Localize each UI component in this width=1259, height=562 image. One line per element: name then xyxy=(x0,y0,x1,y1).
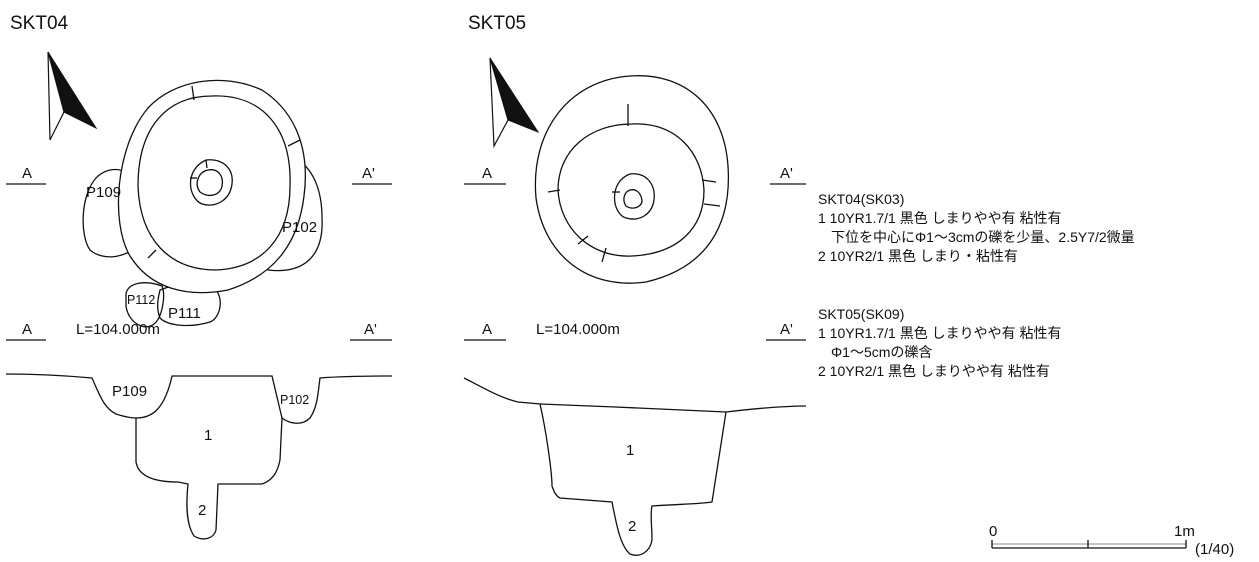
skt05-section-profile xyxy=(463,377,807,556)
skt05-north-arrow-icon xyxy=(489,57,540,149)
skt04-level: L=104.000m xyxy=(76,321,160,338)
skt04-section-label-p109: P109 xyxy=(112,383,147,400)
skt05-plan-a-prime: A' xyxy=(780,165,793,182)
skt05-plan-a: A xyxy=(482,165,492,182)
skt05-title: SKT05 xyxy=(468,13,526,34)
skt04-title: SKT04 xyxy=(10,13,69,34)
skt04-post-hole xyxy=(190,159,233,206)
skt04-section-profile xyxy=(5,373,393,540)
skt05-section-a: A xyxy=(482,321,492,338)
skt04-pit-p109 xyxy=(82,168,143,258)
skt05-feature-floor xyxy=(557,123,705,257)
skt04-pit-p112 xyxy=(125,282,165,328)
scale-start: 0 xyxy=(989,523,997,540)
legend-skt04-line-1: 1 10YR1.7/1 黒色 しまりやや有 粘性有 xyxy=(818,210,1062,226)
legend-skt05: SKT05(SK09) 1 10YR1.7/1 黒色 しまりやや有 粘性有 Φ1… xyxy=(818,305,1062,381)
skt04-feature-floor xyxy=(137,95,291,271)
legend-skt04-heading: SKT04(SK03) xyxy=(818,191,905,207)
legend-skt04-line-3: 2 10YR2/1 黒色 しまり・粘性有 xyxy=(818,248,1018,264)
scale-ratio: (1/40) xyxy=(1195,541,1234,558)
skt04-layer-2: 2 xyxy=(198,502,206,519)
scale-bar xyxy=(991,540,1187,549)
skt04-plan-a: A xyxy=(22,165,32,182)
scale-end: 1m xyxy=(1174,523,1195,540)
skt04-section-label-p102: P102 xyxy=(280,393,309,407)
legend-skt05-heading: SKT05(SK09) xyxy=(818,306,905,322)
skt05-section-a-prime: A' xyxy=(780,321,793,338)
skt05-layer-2: 2 xyxy=(628,518,636,535)
skt04-label-p109: P109 xyxy=(86,184,121,201)
legend-skt05-line-1: 1 10YR1.7/1 黒色 しまりやや有 粘性有 xyxy=(818,325,1062,341)
legend-skt04: SKT04(SK03) 1 10YR1.7/1 黒色 しまりやや有 粘性有 下位… xyxy=(818,190,1135,266)
legend-skt05-line-2: Φ1～5cmの礫含 xyxy=(831,344,933,360)
skt04-label-p102: P102 xyxy=(282,219,317,236)
skt04-plan-a-prime: A' xyxy=(362,165,375,182)
skt05-post-hole xyxy=(614,173,655,220)
skt04-layer-1: 1 xyxy=(204,427,212,444)
skt04-section-a: A xyxy=(22,321,32,338)
legend-skt05-line-3: 2 10YR2/1 黒色 しまりやや有 粘性有 xyxy=(818,363,1050,379)
skt05-level: L=104.000m xyxy=(536,321,620,338)
skt04-label-p111: P111 xyxy=(168,305,201,322)
skt04-north-arrow-icon xyxy=(47,51,98,141)
skt04-label-p112: P112 xyxy=(127,293,155,307)
skt05-layer-1: 1 xyxy=(626,442,634,459)
legend-skt04-line-2: 下位を中心にΦ1～3cmの礫を少量、2.5Y7/2微量 xyxy=(831,229,1135,245)
skt04-section-a-prime: A' xyxy=(364,321,377,338)
skt05-feature-outline xyxy=(534,75,730,284)
skt04-feature-outline xyxy=(117,79,306,294)
